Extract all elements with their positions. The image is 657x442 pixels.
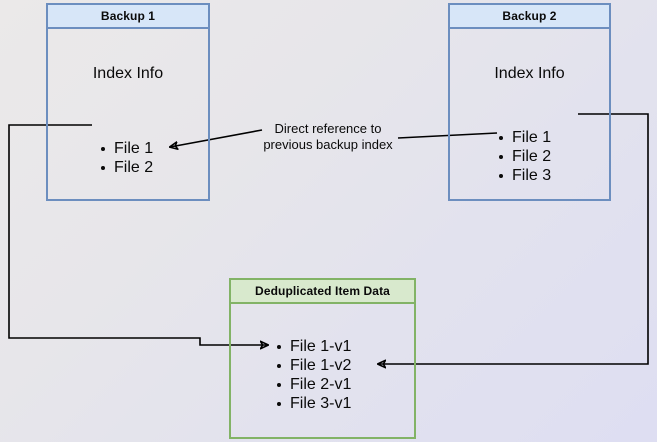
box-backup-1-body: Index Info File 1 File 2 [48,29,208,199]
box-backup-1-title: Backup 1 [100,9,156,23]
box-backup-2-body: Index Info File 1 File 2 File 3 [450,29,609,199]
list-item[interactable]: File 2-v1 [276,375,351,394]
caption-line-1: Direct reference to [274,121,382,136]
list-item[interactable]: File 3-v1 [276,394,351,413]
list-item[interactable]: File 1 [100,139,153,158]
box-backup-2[interactable]: Backup 2 Index Info File 1 File 2 File 3 [448,3,611,201]
backup-2-file-list: File 1 File 2 File 3 [498,128,551,185]
list-item[interactable]: File 2 [100,158,153,177]
box-backup-1[interactable]: Backup 1 Index Info File 1 File 2 [46,3,210,201]
list-item[interactable]: File 1 [498,128,551,147]
box-dedup-header: Deduplicated Item Data [231,280,414,304]
box-deduplicated-item-data[interactable]: Deduplicated Item Data File 1-v1 File 1-… [229,278,416,439]
caption-line-2: previous backup index [263,137,393,152]
box-backup-1-header: Backup 1 [48,5,208,29]
list-item[interactable]: File 3 [498,166,551,185]
box-dedup-title: Deduplicated Item Data [255,284,390,298]
list-item[interactable]: File 2 [498,147,551,166]
box-dedup-body: File 1-v1 File 1-v2 File 2-v1 File 3-v1 [231,304,414,437]
backup-1-file-list: File 1 File 2 [100,139,153,177]
list-item[interactable]: File 1-v1 [276,337,351,356]
list-item[interactable]: File 1-v2 [276,356,351,375]
box-backup-2-header: Backup 2 [450,5,609,29]
backup-1-index-info-label: Index Info [92,65,164,82]
caption-direct-reference: Direct reference to previous backup inde… [248,121,408,153]
backup-2-index-info-label: Index Info [494,65,565,82]
box-backup-2-title: Backup 2 [502,9,557,23]
dedup-file-list: File 1-v1 File 1-v2 File 2-v1 File 3-v1 [276,337,351,413]
